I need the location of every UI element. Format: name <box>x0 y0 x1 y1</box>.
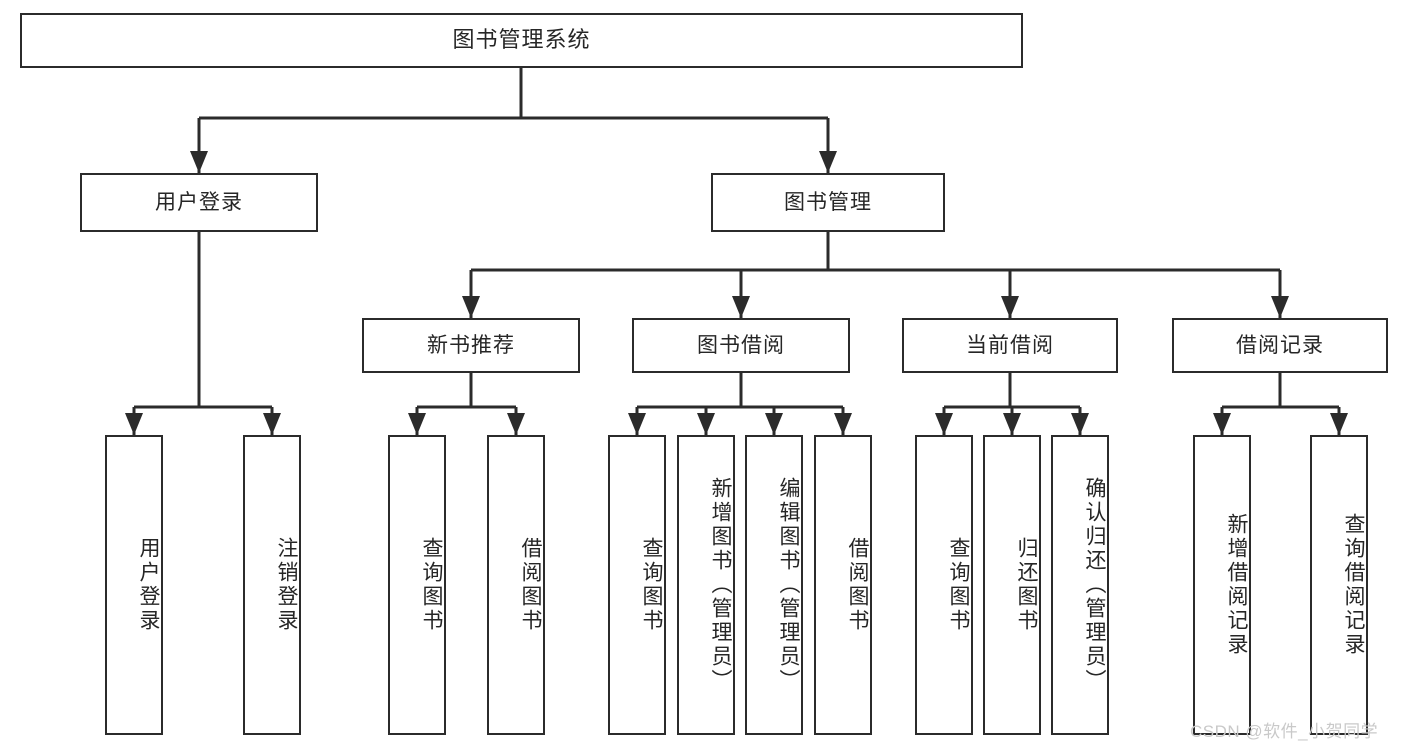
node-root-system[interactable]: 图书管理系统 <box>20 13 1023 68</box>
node-leaf-query-book-2[interactable]: 查询图书 <box>608 435 666 735</box>
node-leaf-confirm-return[interactable]: 确认归还（管理员） <box>1051 435 1109 735</box>
leaf-label: 新增图书（管理员） <box>709 477 732 693</box>
node-book-borrow[interactable]: 图书借阅 <box>632 318 850 373</box>
leaf-label: 新增借阅记录 <box>1225 513 1248 657</box>
node-leaf-add-record[interactable]: 新增借阅记录 <box>1193 435 1251 735</box>
node-leaf-return-book[interactable]: 归还图书 <box>983 435 1041 735</box>
leaf-label: 查询图书 <box>640 537 663 633</box>
node-leaf-user-login[interactable]: 用户登录 <box>105 435 163 735</box>
leaf-label: 查询借阅记录 <box>1342 513 1365 657</box>
leaf-label: 借阅图书 <box>519 537 542 633</box>
node-new-book-recommend[interactable]: 新书推荐 <box>362 318 580 373</box>
leaf-label: 用户登录 <box>137 537 160 633</box>
node-user-login[interactable]: 用户登录 <box>80 173 318 232</box>
leaf-label: 查询图书 <box>420 537 443 633</box>
node-leaf-query-record[interactable]: 查询借阅记录 <box>1310 435 1368 735</box>
node-leaf-borrow-book-2[interactable]: 借阅图书 <box>814 435 872 735</box>
node-leaf-edit-book[interactable]: 编辑图书（管理员） <box>745 435 803 735</box>
node-borrow-record[interactable]: 借阅记录 <box>1172 318 1388 373</box>
node-leaf-borrow-book-1[interactable]: 借阅图书 <box>487 435 545 735</box>
node-current-borrow[interactable]: 当前借阅 <box>902 318 1118 373</box>
node-leaf-query-book-1[interactable]: 查询图书 <box>388 435 446 735</box>
node-book-manage[interactable]: 图书管理 <box>711 173 945 232</box>
node-leaf-user-logout[interactable]: 注销登录 <box>243 435 301 735</box>
node-leaf-query-book-3[interactable]: 查询图书 <box>915 435 973 735</box>
leaf-label: 确认归还（管理员） <box>1083 477 1106 693</box>
node-leaf-add-book[interactable]: 新增图书（管理员） <box>677 435 735 735</box>
leaf-label: 编辑图书（管理员） <box>777 477 800 693</box>
leaf-label: 借阅图书 <box>846 537 869 633</box>
leaf-label: 注销登录 <box>275 537 298 633</box>
leaf-label: 查询图书 <box>947 537 970 633</box>
leaf-label: 归还图书 <box>1015 537 1038 633</box>
csdn-watermark: CSDN @软件_小贺同学 <box>1190 722 1379 741</box>
